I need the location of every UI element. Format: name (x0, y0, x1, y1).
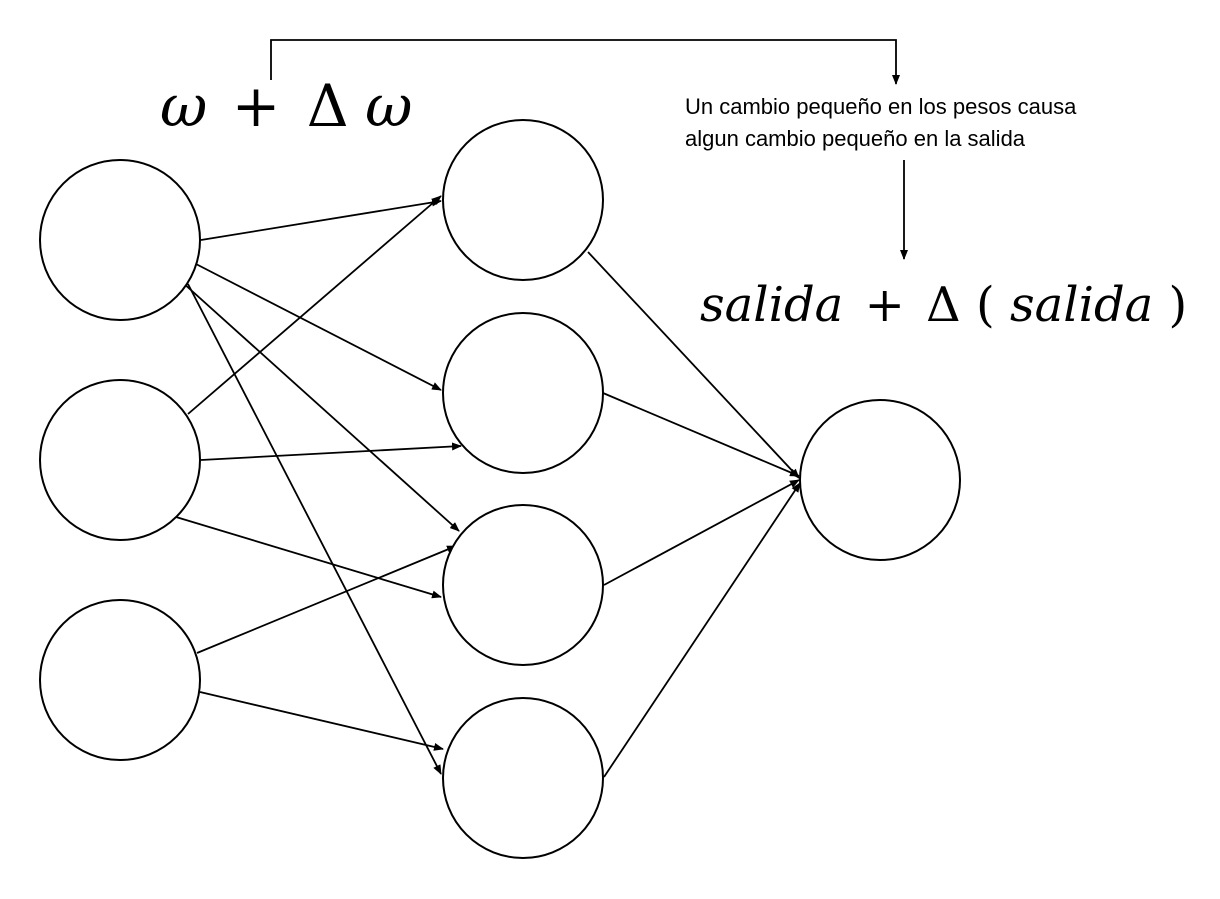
input-neuron-1 (39, 159, 201, 321)
edge-i2-h3 (175, 516, 442, 599)
omega-delta-symbol: ω (365, 72, 412, 140)
hidden-neuron-3 (442, 504, 604, 666)
output-neuron (799, 399, 961, 561)
annotation-line-2: algun cambio pequeño en la salida (685, 126, 1026, 151)
edge-i1-h1 (200, 198, 442, 241)
annotation: Un cambio pequeño en los pesos causa alg… (685, 94, 1077, 151)
omega-symbol: ω (160, 72, 207, 140)
output-layer (799, 399, 961, 561)
hidden-layer (442, 119, 604, 859)
edge-i1-h2 (195, 263, 442, 391)
delta-symbol: Δ (307, 72, 349, 140)
connections (175, 195, 801, 778)
output-delta-symbol: Δ (926, 277, 961, 333)
output-inner-term: salida (1010, 277, 1153, 333)
edge-h1-o (587, 251, 800, 479)
output-expression: salida + Δ ( salida ) (700, 277, 1187, 333)
edge-h4-o (603, 482, 801, 778)
weight-expression: ω + Δ ω (160, 72, 412, 140)
output-term: salida (700, 277, 843, 333)
input-layer (39, 159, 201, 761)
input-neuron-3 (39, 599, 201, 761)
plus-operator: + (232, 72, 281, 140)
edge-h2-o (602, 392, 800, 477)
open-paren: ( (976, 277, 995, 333)
edge-i2-h1 (187, 195, 442, 415)
input-neuron-2 (39, 379, 201, 541)
hidden-neuron-4 (442, 697, 604, 859)
edge-i3-h4 (199, 691, 444, 751)
hidden-neuron-1 (442, 119, 604, 281)
connector-line (270, 39, 900, 85)
output-plus-operator: + (865, 277, 905, 333)
edge-h3-o (603, 479, 800, 586)
annotation-line-1: Un cambio pequeño en los pesos causa (685, 94, 1077, 119)
edge-i2-h2 (200, 442, 462, 461)
weight-to-note-connector (270, 39, 900, 85)
close-paren: ) (1169, 277, 1188, 333)
edge-i1-h4 (187, 283, 442, 775)
edge-i3-h3 (196, 545, 457, 654)
edge-i1-h3 (181, 281, 460, 532)
hidden-neuron-2 (442, 312, 604, 474)
